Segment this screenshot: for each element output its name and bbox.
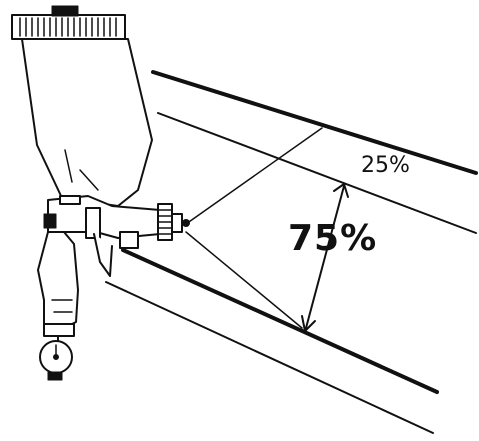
stripe-line-upper-thin [157, 112, 477, 234]
double-arrow-icon [301, 183, 349, 332]
overlap-25-percent-label: 25% [361, 153, 410, 178]
stripe-line-top [151, 70, 478, 175]
spray-gun-icon [37, 195, 190, 337]
pressure-gauge-icon [39, 335, 73, 381]
stripe-line-lower-thin [105, 281, 434, 434]
overlap-75-percent-label: 75% [288, 218, 378, 259]
stripe-line-middle [121, 248, 439, 394]
paint-cup-icon [11, 5, 153, 207]
spray-fan [185, 127, 323, 329]
